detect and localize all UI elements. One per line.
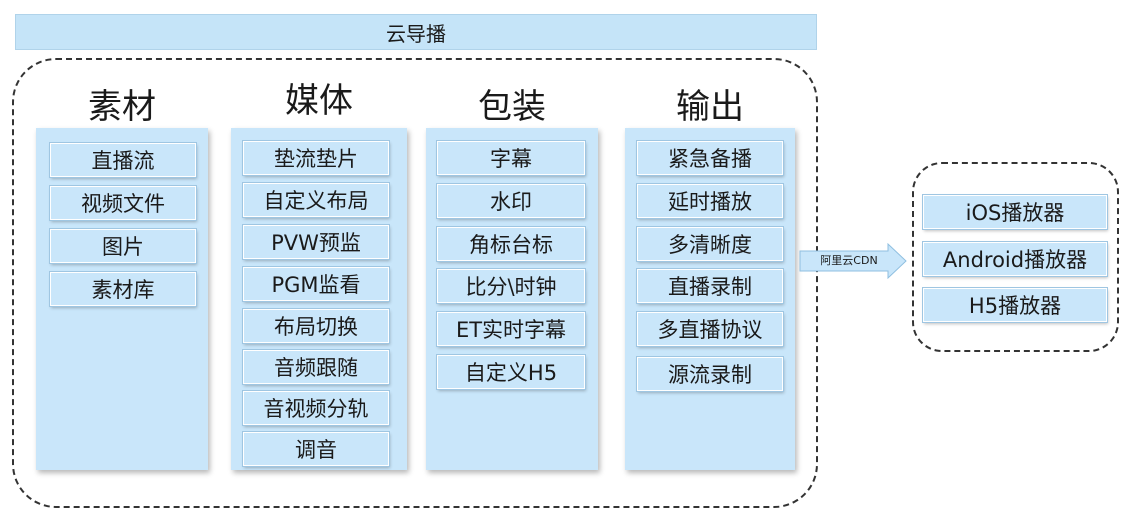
column-header-output: 输出 [676, 86, 744, 127]
packaging-item: ET实时字幕 [437, 312, 585, 346]
packaging-item: 角标台标 [437, 227, 585, 261]
media-item: 垫流垫片 [243, 141, 389, 175]
title-bar: 云导播 [15, 14, 817, 50]
material-item: 图片 [50, 229, 196, 263]
output-item: 多直播协议 [637, 312, 783, 346]
packaging-item: 比分\时钟 [437, 269, 585, 303]
column-header-material: 素材 [88, 86, 156, 127]
material-item: 直播流 [50, 143, 196, 177]
packaging-item: 水印 [437, 184, 585, 218]
cdn-arrow-icon [799, 243, 907, 279]
output-item: 直播录制 [637, 269, 783, 303]
material-item: 视频文件 [50, 186, 196, 220]
packaging-item: 字幕 [437, 141, 585, 175]
material-item: 素材库 [50, 272, 196, 306]
output-item: 延时播放 [637, 184, 783, 218]
column-header-media: 媒体 [285, 80, 353, 121]
output-item: 多清晰度 [637, 227, 783, 261]
player-h5: H5播放器 [923, 288, 1107, 322]
player-frame [912, 162, 1119, 352]
media-item: PGM监看 [243, 267, 389, 301]
media-item: 布局切换 [243, 309, 389, 343]
column-header-packaging: 包装 [478, 86, 546, 127]
cloud-director-frame [12, 58, 818, 508]
output-item: 源流录制 [637, 357, 783, 391]
media-item: 音频跟随 [243, 350, 389, 384]
player-android: Android播放器 [923, 242, 1107, 276]
packaging-item: 自定义H5 [437, 355, 585, 389]
media-item: PVW预监 [243, 225, 389, 259]
media-item: 自定义布局 [243, 183, 389, 217]
media-item: 调音 [243, 432, 389, 466]
media-item: 音视频分轨 [243, 391, 389, 425]
output-item: 紧急备播 [637, 141, 783, 175]
player-ios: iOS播放器 [923, 195, 1107, 229]
cdn-label: 阿里云CDN [820, 254, 878, 267]
diagram-title: 云导播 [386, 21, 446, 46]
